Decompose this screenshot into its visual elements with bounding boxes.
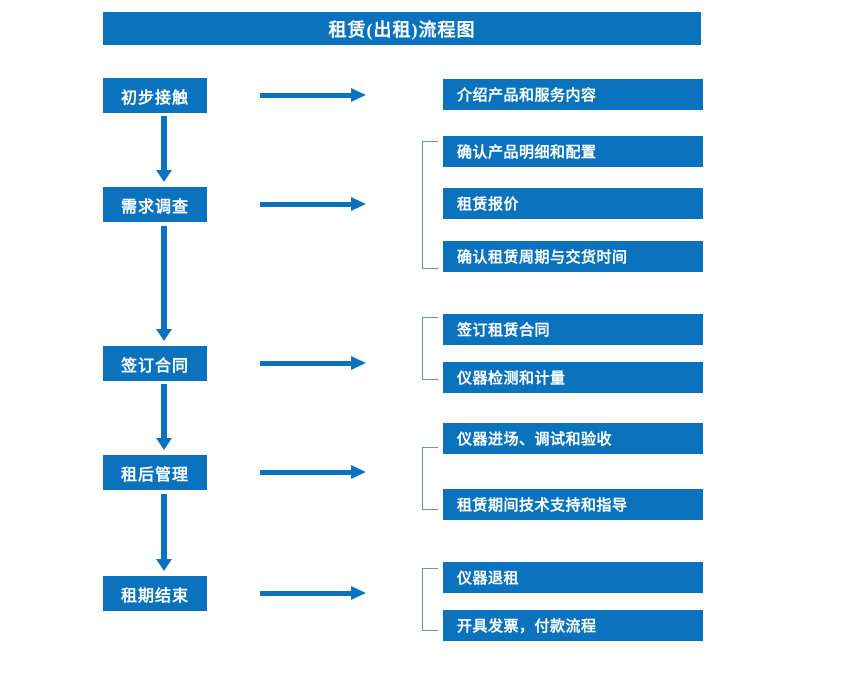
detail-box-6: 仪器检测和计量 xyxy=(443,362,703,393)
vertical-arrow-1 xyxy=(156,116,172,182)
detail-box-3: 租赁报价 xyxy=(443,188,703,219)
detail-box-8: 租赁期间技术支持和指导 xyxy=(443,489,703,520)
horizontal-arrow-1 xyxy=(260,88,366,102)
stage-box-4: 租后管理 xyxy=(103,455,207,490)
detail-box-5: 签订租赁合同 xyxy=(443,314,703,345)
page-title: 租赁(出租)流程图 xyxy=(103,12,701,45)
horizontal-arrow-4 xyxy=(260,465,366,479)
stage-box-1: 初步接触 xyxy=(103,78,207,113)
vertical-arrow-2 xyxy=(156,226,172,341)
horizontal-arrow-3 xyxy=(260,356,366,370)
bracket-connector-2 xyxy=(422,317,438,380)
stage-box-2: 需求调查 xyxy=(103,187,207,222)
detail-box-4: 确认租赁周期与交货时间 xyxy=(443,241,703,272)
bracket-connector-4 xyxy=(422,568,438,631)
bracket-connector-3 xyxy=(422,447,438,510)
detail-box-1: 介绍产品和服务内容 xyxy=(443,79,703,110)
vertical-arrow-4 xyxy=(156,494,172,571)
vertical-arrow-3 xyxy=(156,384,172,450)
horizontal-arrow-2 xyxy=(260,197,366,211)
bracket-connector-1 xyxy=(422,141,438,269)
detail-box-10: 开具发票，付款流程 xyxy=(443,610,703,641)
detail-box-2: 确认产品明细和配置 xyxy=(443,136,703,167)
stage-box-3: 签订合同 xyxy=(103,346,207,381)
detail-box-7: 仪器进场、调试和验收 xyxy=(443,423,703,454)
stage-box-5: 租期结束 xyxy=(103,576,207,611)
detail-box-9: 仪器退租 xyxy=(443,562,703,593)
horizontal-arrow-5 xyxy=(260,586,366,600)
